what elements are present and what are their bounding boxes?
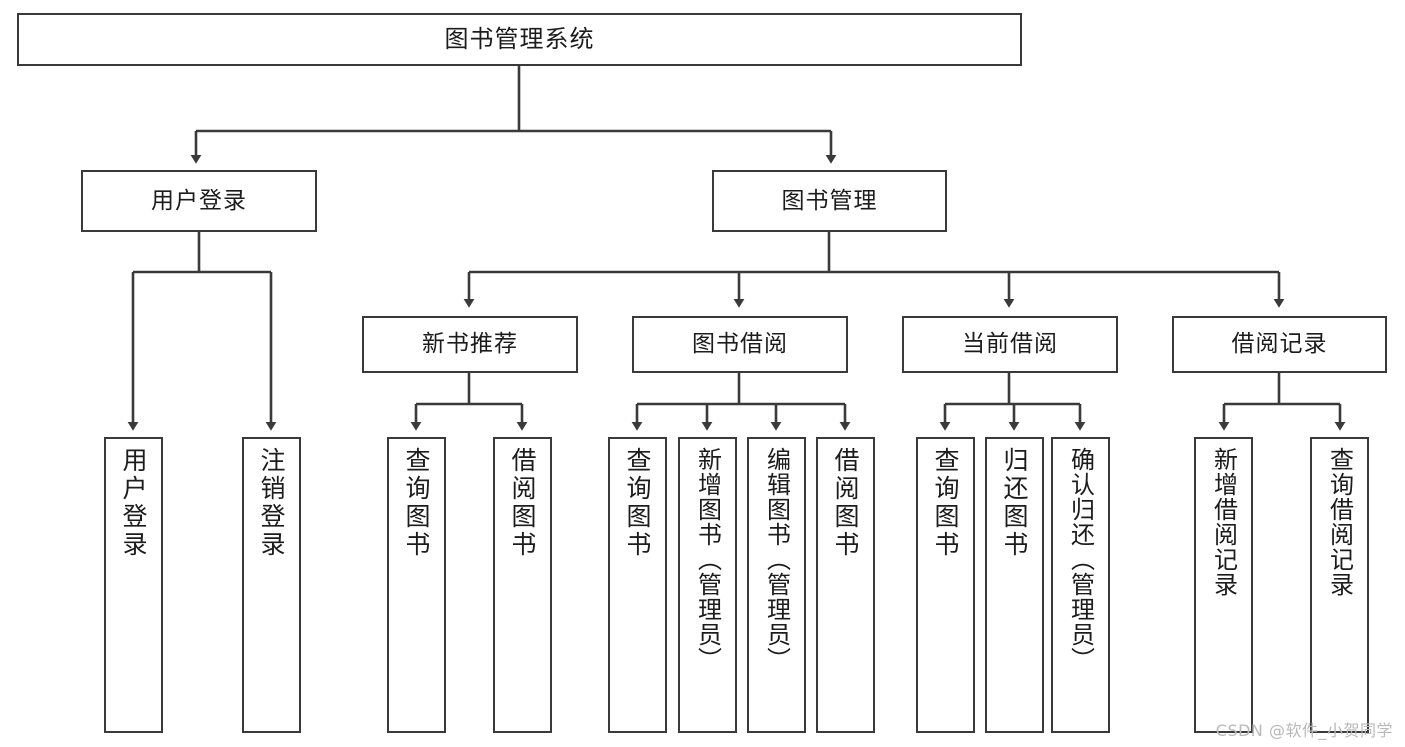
leaf-current-borrow-2-label: 归还图书	[1000, 447, 1029, 559]
leaf-book-borrow-3-label: 编辑图书（管理员）	[762, 447, 791, 672]
leaf-current-borrow-3[interactable]: 确认归还（管理员）	[1051, 437, 1110, 733]
leaf-book-borrow-3[interactable]: 编辑图书（管理员）	[747, 437, 806, 733]
node-book-borrow[interactable]: 图书借阅	[632, 316, 848, 373]
leaf-user-login-2-label: 注销登录	[257, 447, 286, 559]
leaf-book-borrow-1[interactable]: 查询图书	[608, 437, 667, 733]
node-root-label: 图书管理系统	[444, 24, 595, 53]
leaf-borrow-record-1-label: 新增借阅记录	[1209, 447, 1238, 597]
leaf-user-login-2[interactable]: 注销登录	[242, 437, 301, 733]
leaf-borrow-record-1[interactable]: 新增借阅记录	[1194, 437, 1253, 733]
node-borrow-record-label: 借阅记录	[1231, 331, 1328, 358]
leaf-book-borrow-4[interactable]: 借阅图书	[816, 437, 875, 733]
node-root[interactable]: 图书管理系统	[17, 13, 1022, 66]
leaf-current-borrow-3-label: 确认归还（管理员）	[1066, 447, 1095, 672]
leaf-new-book-rec-2[interactable]: 借阅图书	[493, 437, 552, 733]
leaf-borrow-record-2[interactable]: 查询借阅记录	[1310, 437, 1369, 733]
leaf-new-book-rec-1[interactable]: 查询图书	[387, 437, 446, 733]
leaf-user-login-1[interactable]: 用户登录	[104, 437, 163, 733]
node-user-login-label: 用户登录	[151, 187, 247, 214]
node-book-manage-label: 图书管理	[781, 187, 878, 214]
csdn-watermark: CSDN @软件_小贺同学	[1215, 721, 1393, 740]
node-new-book-rec-label: 新书推荐	[422, 331, 518, 358]
leaf-current-borrow-1[interactable]: 查询图书	[916, 437, 975, 733]
leaf-book-borrow-2-label: 新增图书（管理员）	[693, 447, 722, 672]
leaf-book-borrow-4-label: 借阅图书	[831, 447, 860, 559]
leaf-book-borrow-2[interactable]: 新增图书（管理员）	[678, 437, 737, 733]
node-borrow-record[interactable]: 借阅记录	[1172, 316, 1387, 373]
node-book-manage[interactable]: 图书管理	[712, 170, 947, 232]
node-current-borrow-label: 当前借阅	[962, 331, 1058, 358]
leaf-book-borrow-1-label: 查询图书	[623, 447, 652, 559]
leaf-user-login-1-label: 用户登录	[119, 447, 148, 559]
node-current-borrow[interactable]: 当前借阅	[902, 316, 1118, 373]
node-new-book-rec[interactable]: 新书推荐	[362, 316, 578, 373]
leaf-borrow-record-2-label: 查询借阅记录	[1325, 447, 1354, 597]
leaf-current-borrow-1-label: 查询图书	[931, 447, 960, 559]
leaf-new-book-rec-1-label: 查询图书	[402, 447, 431, 559]
node-user-login[interactable]: 用户登录	[81, 170, 317, 232]
leaf-current-borrow-2[interactable]: 归还图书	[985, 437, 1044, 733]
node-book-borrow-label: 图书借阅	[692, 331, 788, 358]
leaf-new-book-rec-2-label: 借阅图书	[508, 447, 537, 559]
